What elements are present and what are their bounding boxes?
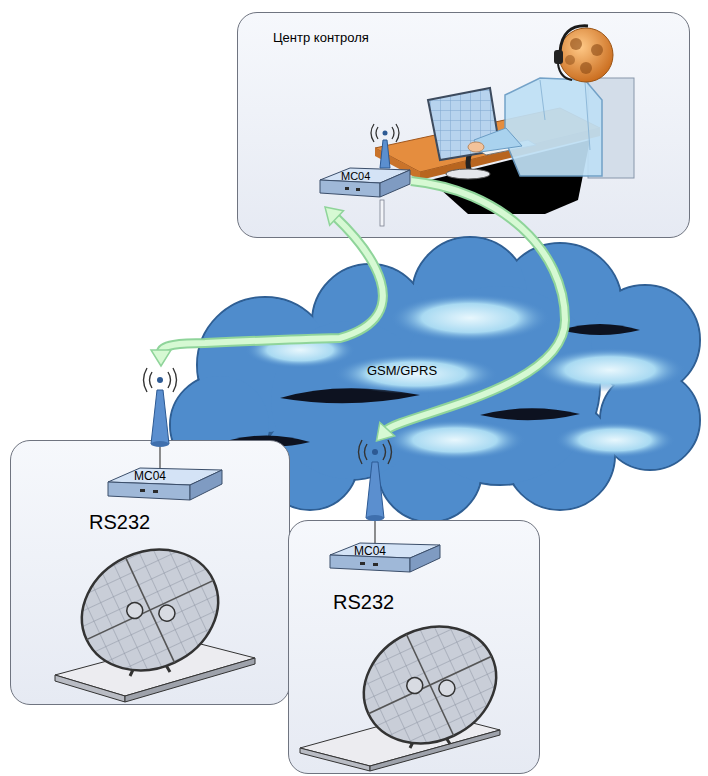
modem-node: MC04 [319,441,434,581]
device-label: MC04 [341,170,370,183]
control-center-panel: Центр контроляMC04 [237,12,690,238]
cloud-shape [480,408,580,420]
site-panel: RS232 MC04 [10,440,290,705]
antenna-illustration [157,377,163,383]
cloud-shape [245,332,355,368]
modem-node: MC04 [101,366,221,506]
cloud-shape [385,420,525,460]
site-panel: RS232 MC04 [288,520,540,774]
panel-title: Центр контроля [273,31,369,46]
interface-label: RS232 [89,511,150,534]
antenna-illustration [144,368,177,392]
antenna-illustration [151,390,169,444]
cloud-shape [334,354,498,394]
cloud-shape [535,348,685,392]
network-label: GSM/GPRS [367,364,437,379]
modem-node: MC04 [319,123,411,207]
cloud-shape [560,324,640,335]
device-label: MC04 [354,545,386,559]
cloud-shape [245,294,685,460]
cloud-shape [555,422,675,458]
arrow-head [151,350,171,366]
interface-label: RS232 [333,591,394,614]
cloud-shape [390,294,550,342]
device-label: MC04 [134,470,166,484]
